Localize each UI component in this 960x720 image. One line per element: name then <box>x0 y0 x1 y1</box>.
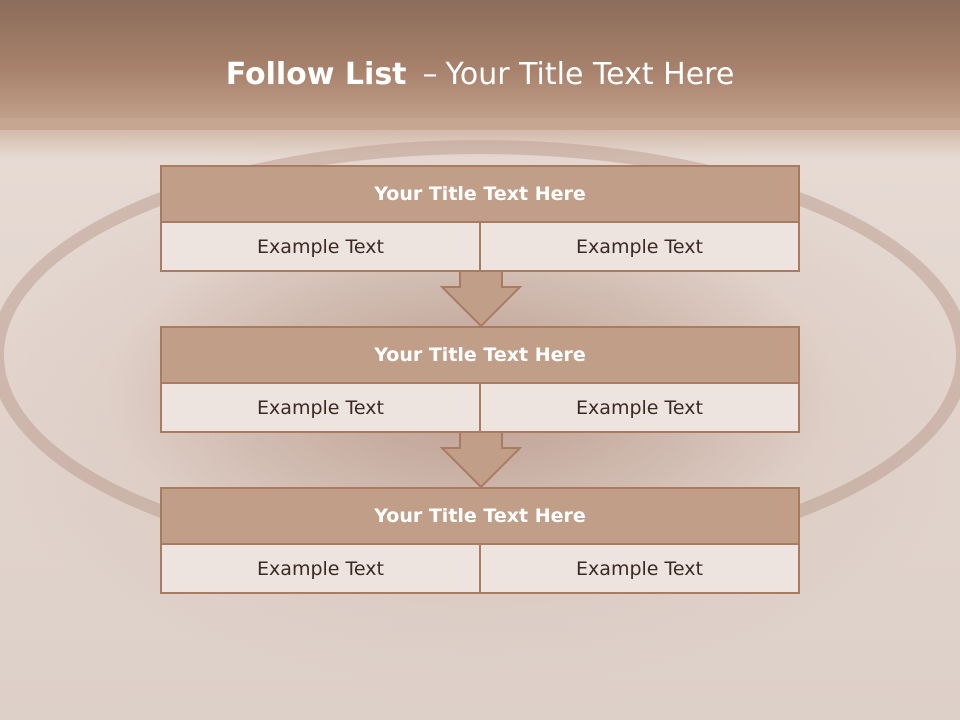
list-block-3: Your Title Text Here Example Text Exampl… <box>160 487 800 594</box>
slide-title-bold: Follow List <box>225 57 407 92</box>
down-arrow-icon <box>440 432 522 488</box>
down-arrow-icon <box>440 271 522 327</box>
block-cell-left: Example Text <box>160 223 481 272</box>
block-cell-right: Example Text <box>481 223 800 272</box>
list-block-1: Your Title Text Here Example Text Exampl… <box>160 165 800 272</box>
header-band <box>0 0 960 130</box>
slide-title-rest: Your Title Text Here <box>445 57 735 92</box>
header-fade <box>0 118 960 158</box>
block-cell-left: Example Text <box>160 545 481 594</box>
block-cell-right: Example Text <box>481 545 800 594</box>
slide-title: Follow List–Your Title Text Here <box>0 55 960 95</box>
block-row: Example Text Example Text <box>160 384 800 433</box>
list-block-2: Your Title Text Here Example Text Exampl… <box>160 326 800 433</box>
slide-title-separator: – <box>422 57 438 92</box>
block-title: Your Title Text Here <box>160 326 800 384</box>
block-cell-right: Example Text <box>481 384 800 433</box>
block-title: Your Title Text Here <box>160 165 800 223</box>
block-row: Example Text Example Text <box>160 545 800 594</box>
block-row: Example Text Example Text <box>160 223 800 272</box>
block-title: Your Title Text Here <box>160 487 800 545</box>
block-cell-left: Example Text <box>160 384 481 433</box>
